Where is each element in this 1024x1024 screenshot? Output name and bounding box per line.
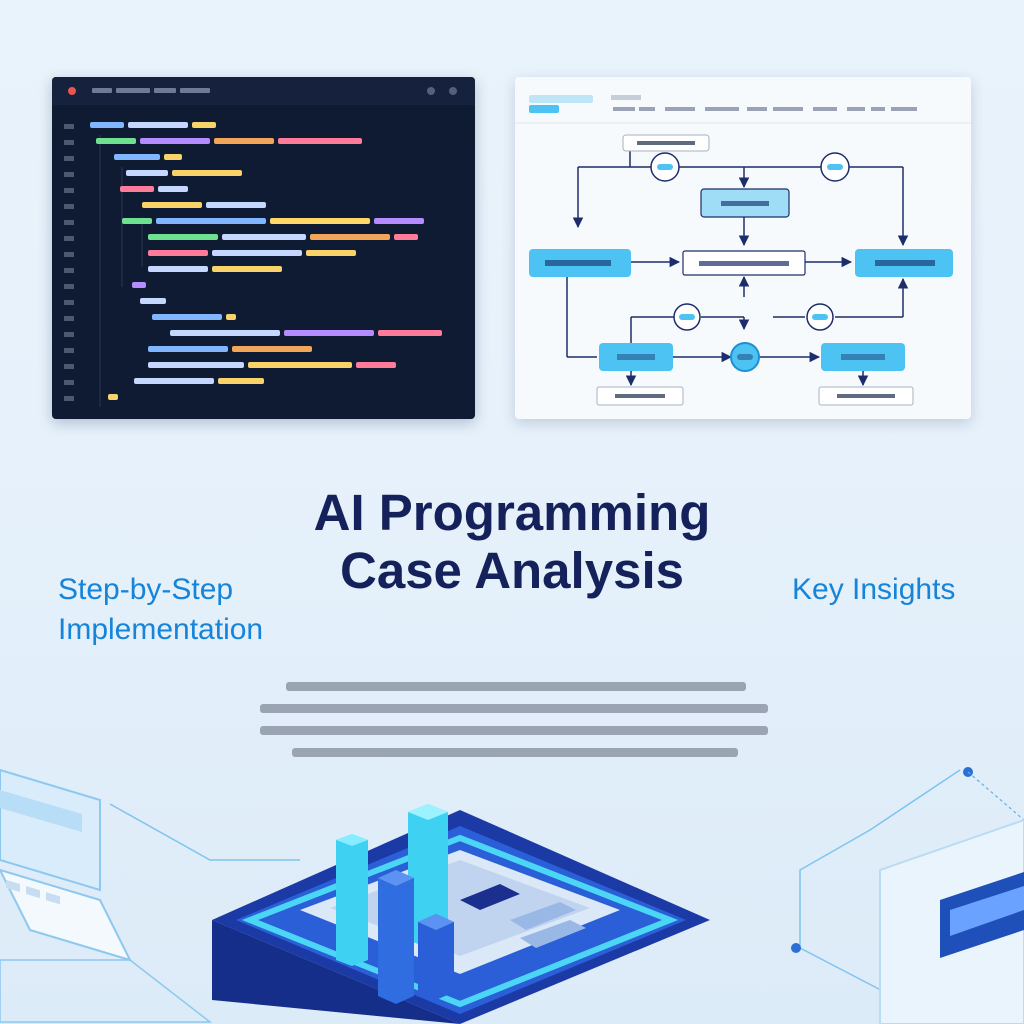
flowchart-toolbar — [515, 95, 971, 124]
server-icon — [879, 818, 1024, 1024]
close-dot-icon[interactable] — [68, 87, 76, 95]
isometric-scene — [0, 767, 1024, 1024]
left-label-line-1: Step-by-Step — [58, 573, 234, 606]
maximize-dot-icon[interactable] — [449, 87, 457, 95]
minimize-dot-icon[interactable] — [427, 87, 435, 95]
flowchart-window — [515, 77, 971, 419]
code-lines — [64, 88, 442, 407]
flowchart-nodes — [529, 134, 953, 406]
title-line-1: AI Programming — [313, 484, 711, 541]
page-title: AI Programming Case Analysis — [232, 484, 792, 600]
description-paragraph — [260, 682, 768, 757]
isometric-bar-chart-icon — [336, 804, 454, 1004]
laptop-icon — [0, 768, 213, 1023]
server-chip-icon — [212, 810, 710, 1024]
left-label: Step-by-Step Implementation — [58, 570, 298, 650]
flowchart-diagram — [515, 95, 971, 406]
code-editor-window — [52, 77, 475, 419]
right-label: Key Insights — [792, 573, 956, 606]
left-label-line-2: Implementation — [58, 613, 264, 646]
title-line-2: Case Analysis — [340, 542, 684, 599]
